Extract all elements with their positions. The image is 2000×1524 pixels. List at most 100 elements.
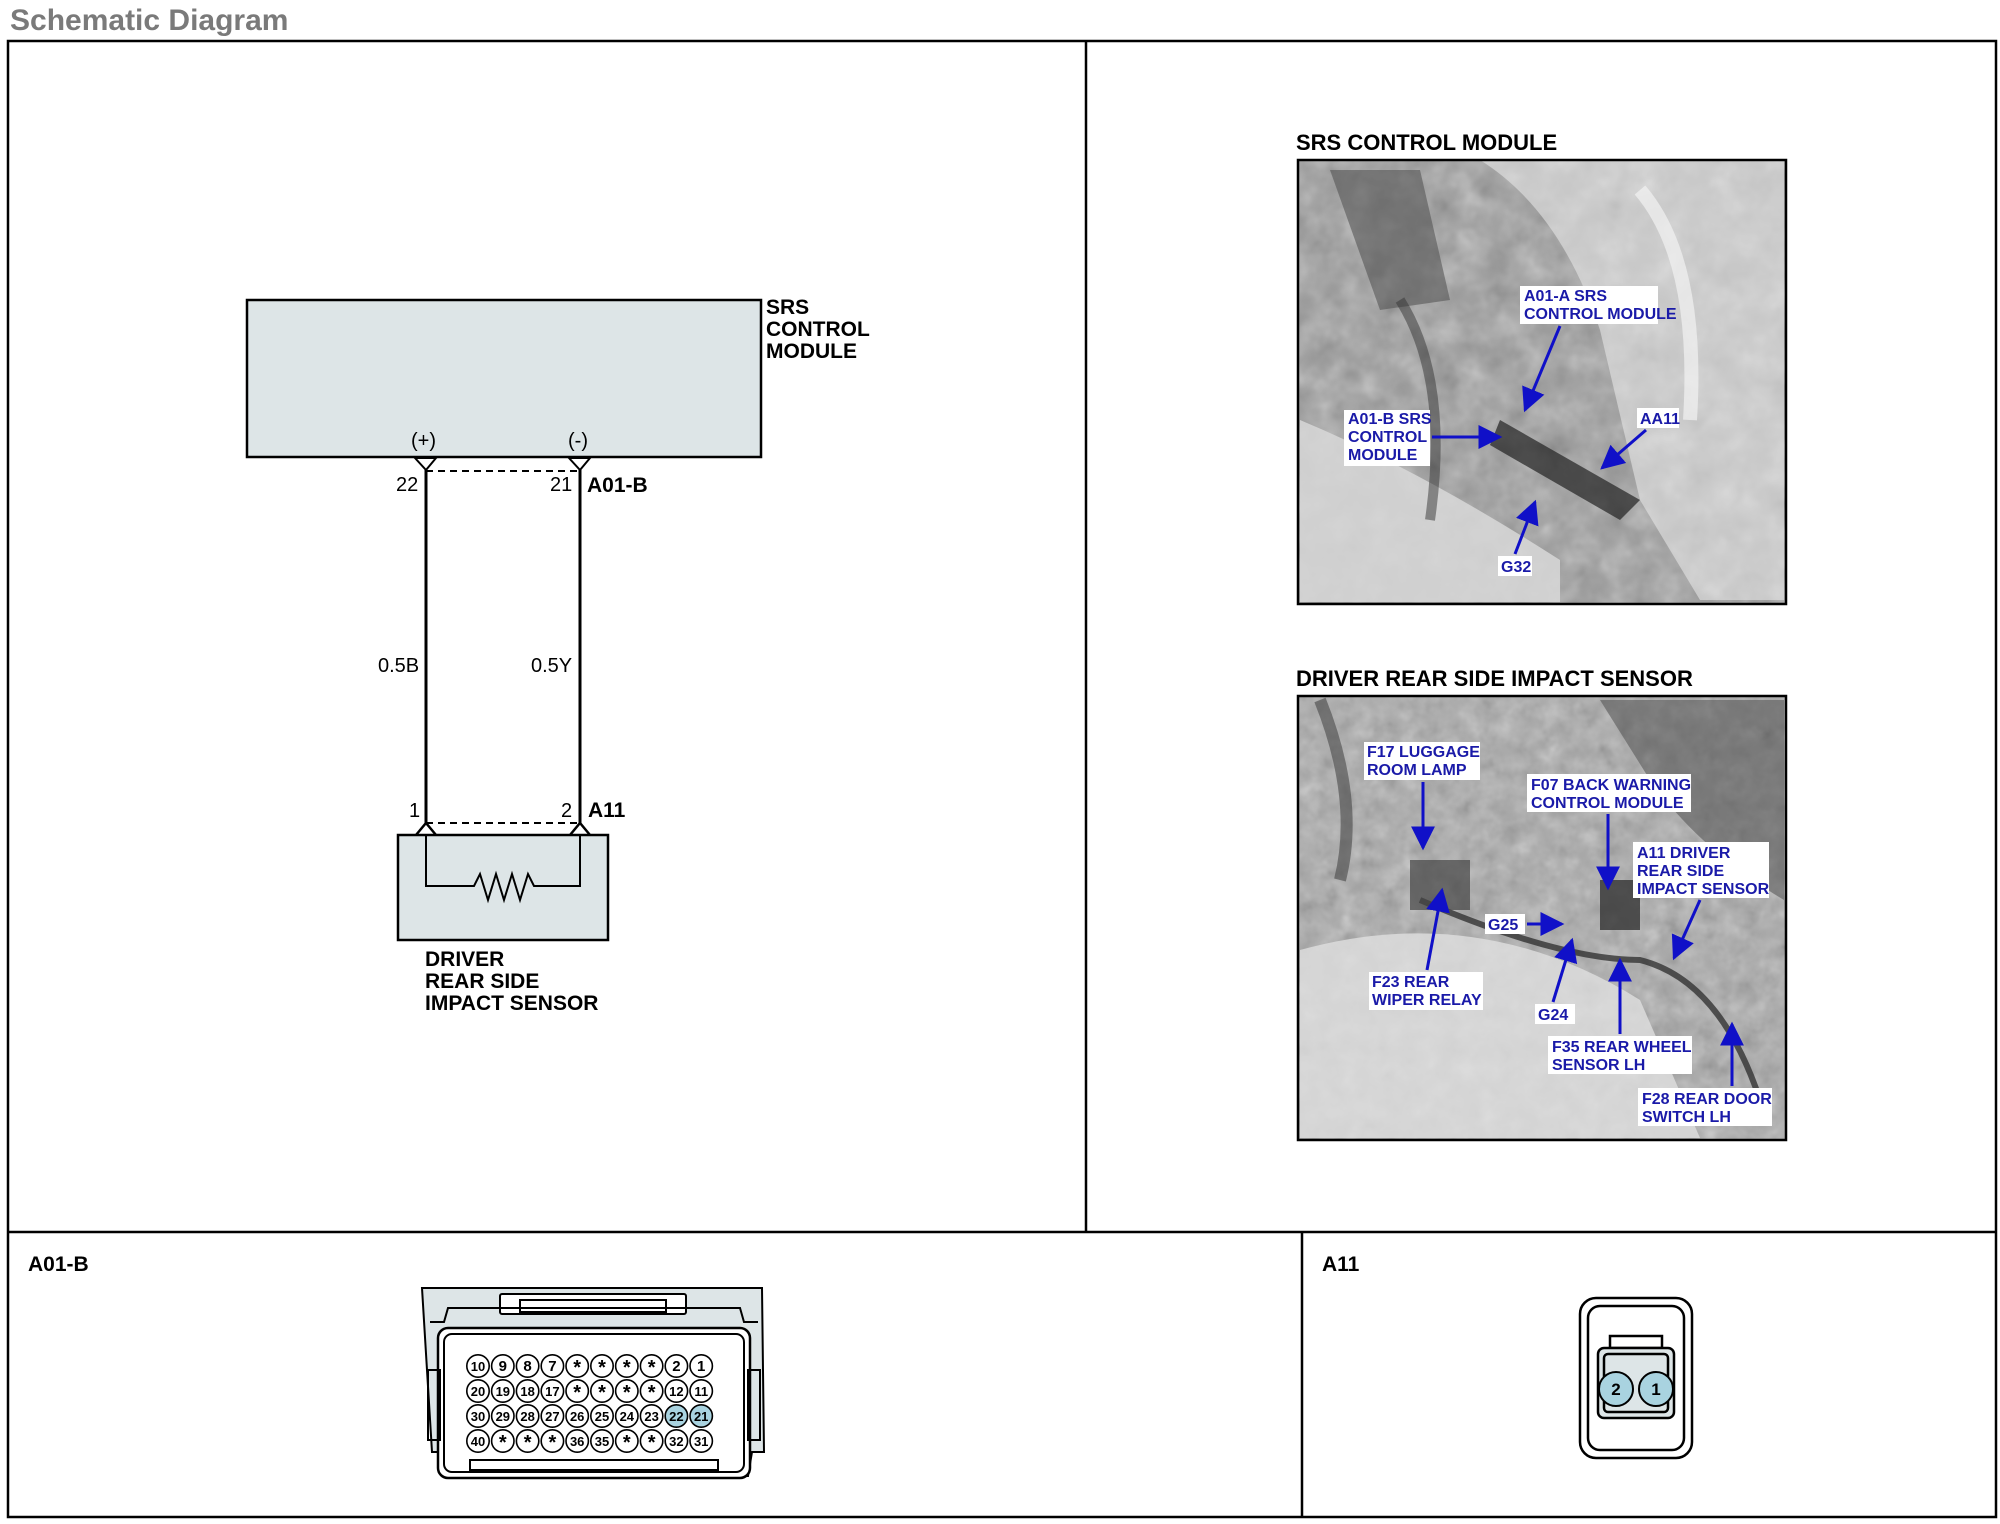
cavity-circle xyxy=(639,1354,664,1379)
cavity-circle xyxy=(490,1429,515,1454)
cavity-circle xyxy=(664,1354,689,1379)
module-name-line-2: CONTROL xyxy=(766,318,870,341)
sensor-pin-2: 2 xyxy=(561,800,572,822)
cavity-label: 20 xyxy=(471,1384,485,1399)
module-pin-21: 21 xyxy=(550,474,572,496)
callout-a01a-line-2: CONTROL MODULE xyxy=(1524,306,1677,323)
cavity-circle xyxy=(614,1379,639,1404)
cavity-circle xyxy=(490,1354,515,1379)
cavity-circle xyxy=(1638,1371,1674,1407)
cavity-label: 29 xyxy=(496,1409,510,1424)
callout-f07-line-2: CONTROL MODULE xyxy=(1531,795,1684,812)
cavity-circle xyxy=(689,1379,714,1404)
cavity-label: * xyxy=(573,1382,581,1404)
wire-yellow-label: 0.5Y xyxy=(531,655,572,677)
cavity-label: * xyxy=(623,1357,631,1379)
cavity-label: 1 xyxy=(697,1358,705,1375)
cavity-label: 10 xyxy=(471,1359,485,1374)
module-terminal-left xyxy=(412,457,439,472)
callout-f17-line-2: ROOM LAMP xyxy=(1367,762,1467,779)
cavity-label: 28 xyxy=(520,1409,534,1424)
srs-module-name: SRS CONTROL MODULE xyxy=(766,296,870,363)
cavity-label: * xyxy=(648,1432,656,1454)
callout-f28-line-1: F28 REAR DOOR xyxy=(1642,1091,1772,1108)
cavity-circle xyxy=(540,1429,565,1454)
cavity-circle xyxy=(614,1404,639,1429)
cavity-circle xyxy=(664,1429,689,1454)
cavity-circle xyxy=(515,1379,540,1404)
cavity-label: 40 xyxy=(471,1434,485,1449)
module-name-line-3: MODULE xyxy=(766,340,857,363)
srs-module-location-photo xyxy=(1296,158,1788,606)
cavity-circle xyxy=(540,1404,565,1429)
cavity-label: 1 xyxy=(1651,1380,1660,1399)
cavity-label: 2 xyxy=(1611,1380,1620,1399)
photo1-callouts: A01-A SRS CONTROL MODULE A01-B SRS CONTR… xyxy=(1344,286,1680,576)
cavity-label: * xyxy=(648,1357,656,1379)
cavity-circle xyxy=(614,1354,639,1379)
cavity-label: 22 xyxy=(669,1409,683,1424)
connector-a01b-label: A01-B xyxy=(28,1253,89,1276)
cavity-label: 7 xyxy=(548,1358,556,1375)
cavity-label: * xyxy=(623,1432,631,1454)
sensor-name: DRIVER REAR SIDE IMPACT SENSOR xyxy=(425,948,598,1015)
page-title: Schematic Diagram xyxy=(10,4,289,37)
sensor-connector-id: A11 xyxy=(588,799,626,822)
callout-aa11: AA11 xyxy=(1640,411,1680,428)
photo1-title: SRS CONTROL MODULE xyxy=(1296,130,1557,155)
cavity-label: 31 xyxy=(694,1434,708,1449)
srs-control-module-box xyxy=(245,298,763,459)
cavity-circle xyxy=(565,1404,590,1429)
cavity-label: 12 xyxy=(669,1384,683,1399)
cavity-label: 18 xyxy=(520,1384,534,1399)
cavity-label: 36 xyxy=(570,1434,584,1449)
cavity-label: 32 xyxy=(669,1434,683,1449)
cavity-label: * xyxy=(598,1357,606,1379)
wire-black-label: 0.5B xyxy=(378,655,419,677)
cavity-circle xyxy=(515,1404,540,1429)
module-minus-label: (-) xyxy=(568,430,588,452)
cavity-circle xyxy=(689,1354,714,1379)
cavity-circle xyxy=(1598,1371,1634,1407)
cavity-label: 8 xyxy=(523,1358,531,1375)
cavity-circle xyxy=(515,1354,540,1379)
callout-g32: G32 xyxy=(1501,559,1531,576)
cavity-circle xyxy=(614,1429,639,1454)
cavity-circle xyxy=(664,1379,689,1404)
callout-a11-line-3: IMPACT SENSOR xyxy=(1637,881,1770,898)
sensor-name-line-1: DRIVER xyxy=(425,948,504,971)
cavity-circle xyxy=(589,1429,614,1454)
cavity-label: 2 xyxy=(672,1358,680,1375)
cavity-label: 24 xyxy=(620,1409,635,1424)
cavity-label: * xyxy=(549,1432,557,1454)
cavity-label: 21 xyxy=(694,1409,708,1424)
sensor-name-line-3: IMPACT SENSOR xyxy=(425,992,598,1015)
cavity-circle xyxy=(465,1354,490,1379)
module-plus-label: (+) xyxy=(411,430,436,452)
sensor-name-line-2: REAR SIDE xyxy=(425,970,539,993)
callout-a11-line-2: REAR SIDE xyxy=(1637,863,1724,880)
cavity-label: 11 xyxy=(694,1384,708,1399)
cavity-circle xyxy=(639,1404,664,1429)
cavity-label: 9 xyxy=(499,1358,507,1375)
callout-a01a-line-1: A01-A SRS xyxy=(1524,288,1607,305)
callout-f23-line-1: F23 REAR xyxy=(1372,974,1450,991)
cavity-label: * xyxy=(598,1382,606,1404)
cavity-label: * xyxy=(623,1382,631,1404)
cavity-circle xyxy=(689,1404,714,1429)
cavity-circle xyxy=(664,1404,689,1429)
connector-a11-label: A11 xyxy=(1322,1253,1360,1276)
cavity-label: 30 xyxy=(471,1409,485,1424)
cavity-label: 23 xyxy=(644,1409,658,1424)
cavity-circle xyxy=(589,1404,614,1429)
cavity-circle xyxy=(465,1429,490,1454)
callout-f17-line-1: F17 LUGGAGE xyxy=(1367,744,1480,761)
cavity-circle xyxy=(465,1404,490,1429)
cavity-circle xyxy=(689,1429,714,1454)
callout-f35-line-1: F35 REAR WHEEL xyxy=(1552,1039,1692,1056)
callout-g24: G24 xyxy=(1538,1007,1568,1024)
module-terminal-right xyxy=(566,457,593,472)
callout-g25: G25 xyxy=(1488,917,1518,934)
